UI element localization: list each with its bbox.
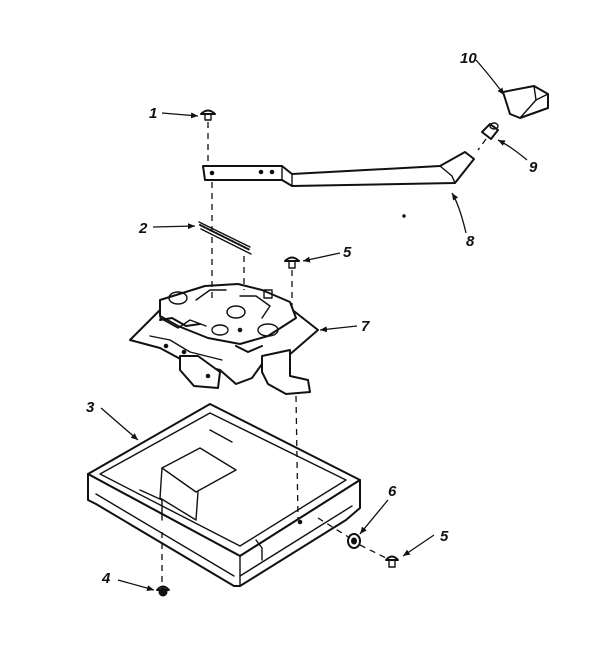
spring-part bbox=[198, 221, 252, 255]
label-10: 10 bbox=[460, 50, 477, 67]
label-2: 2 bbox=[138, 220, 148, 237]
label-8: 8 bbox=[466, 233, 475, 250]
leader-line-2 bbox=[152, 223, 196, 230]
label-4: 4 bbox=[101, 570, 111, 587]
label-1: 1 bbox=[149, 105, 157, 122]
screw-part-5-upper bbox=[284, 256, 300, 269]
screw-part-5-lower bbox=[385, 555, 399, 568]
label-3: 3 bbox=[86, 399, 95, 416]
leader-line-4 bbox=[117, 579, 155, 592]
connector-part bbox=[481, 122, 499, 140]
latch-mechanism-part bbox=[129, 283, 319, 395]
lever-arm-part bbox=[202, 151, 475, 187]
leader-line-3 bbox=[100, 407, 139, 441]
leader-line-5-lower bbox=[402, 534, 435, 557]
leader-line-7 bbox=[319, 325, 358, 333]
label-6: 6 bbox=[388, 483, 397, 500]
stray-dot bbox=[402, 214, 406, 218]
screw-part-4 bbox=[156, 585, 170, 597]
screw-part-1 bbox=[200, 109, 216, 121]
leader-line-10 bbox=[475, 59, 505, 96]
dashed-guide-9 bbox=[477, 138, 487, 151]
label-5-upper: 5 bbox=[343, 244, 352, 261]
mounting-pan-part bbox=[87, 403, 361, 587]
leader-line-9 bbox=[497, 139, 528, 161]
washer-part bbox=[347, 533, 361, 549]
leader-line-8 bbox=[451, 192, 467, 234]
alignment-guides bbox=[161, 122, 387, 582]
label-5-lower: 5 bbox=[440, 528, 449, 545]
handle-knob-part bbox=[502, 85, 549, 119]
label-9: 9 bbox=[529, 159, 538, 176]
leader-line-5-upper bbox=[302, 252, 341, 263]
leader-line-1 bbox=[161, 112, 199, 119]
label-7: 7 bbox=[361, 318, 370, 335]
leader-line-6 bbox=[359, 499, 389, 535]
